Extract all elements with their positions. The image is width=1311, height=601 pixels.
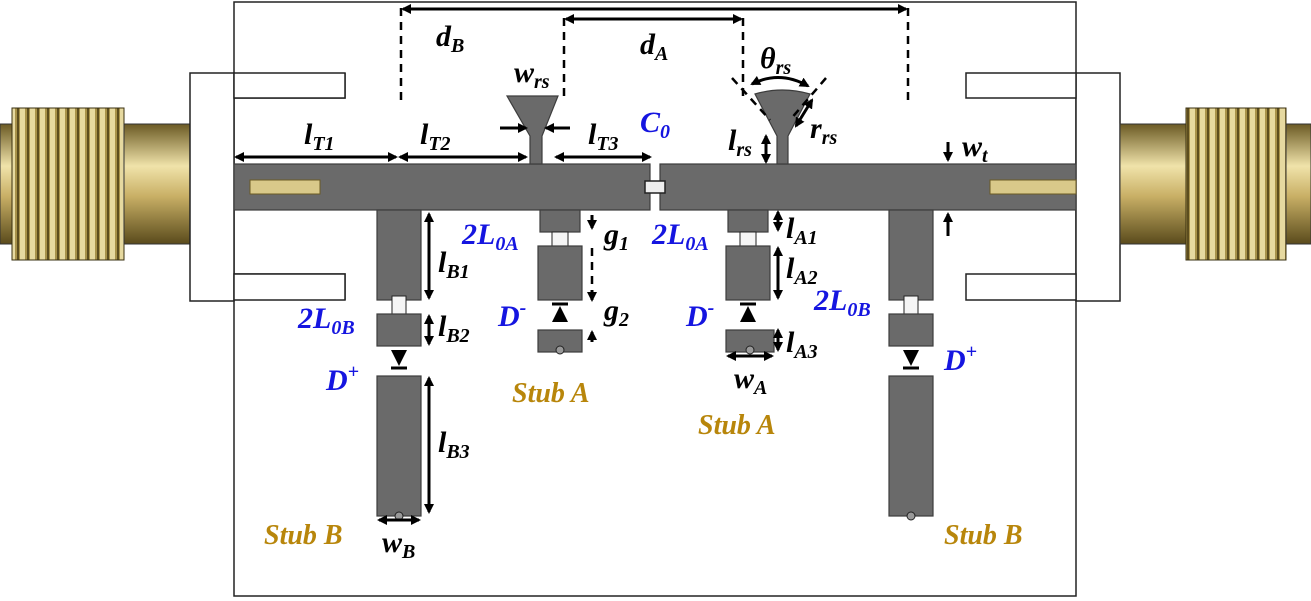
label-lB3: lB3 bbox=[438, 426, 470, 463]
label-lB1: lB1 bbox=[438, 246, 470, 283]
label-2L0B-right: 2L0B bbox=[813, 284, 871, 321]
label-D-minus-right: D- bbox=[685, 297, 714, 333]
label-dB: dB bbox=[436, 20, 464, 57]
label-rrs: rrs bbox=[810, 112, 837, 149]
stub-a-right bbox=[725, 209, 775, 355]
label-lrs: lrs bbox=[728, 124, 752, 161]
label-stub-a-left: Stub A bbox=[512, 378, 590, 409]
label-stub-a-right: Stub A bbox=[698, 410, 776, 441]
left-sma-connector bbox=[0, 72, 346, 302]
label-D-plus-right: D+ bbox=[943, 341, 977, 377]
diode-dplus-left-icon bbox=[391, 350, 407, 370]
label-2L0B-left: 2L0B bbox=[297, 302, 355, 339]
label-2L0A-right: 2L0A bbox=[651, 218, 709, 255]
label-lA2: lA2 bbox=[786, 252, 818, 289]
dimension-lines bbox=[234, 4, 953, 525]
label-lT1: lT1 bbox=[304, 118, 335, 155]
label-lB2: lB2 bbox=[438, 310, 470, 347]
label-D-plus-left: D+ bbox=[325, 361, 359, 397]
stub-b-right bbox=[888, 209, 934, 521]
radial-stub-left bbox=[505, 95, 559, 165]
label-lT2: lT2 bbox=[420, 118, 451, 155]
diode-dplus-right-icon bbox=[903, 350, 919, 370]
label-wB: wB bbox=[382, 526, 415, 563]
label-2L0A-left: 2L0A bbox=[461, 218, 519, 255]
right-sma-connector bbox=[965, 72, 1311, 302]
label-lA1: lA1 bbox=[786, 212, 818, 249]
label-wt: wt bbox=[962, 130, 989, 167]
label-wrs: wrs bbox=[514, 56, 550, 93]
label-C0: C0 bbox=[640, 106, 670, 143]
main-transmission-line bbox=[233, 163, 1077, 211]
label-dA: dA bbox=[640, 28, 668, 65]
label-stub-b-right: Stub B bbox=[944, 520, 1023, 551]
label-stub-b-left: Stub B bbox=[264, 520, 343, 551]
substrate-board bbox=[233, 1, 1077, 597]
label-lT3: lT3 bbox=[588, 118, 619, 155]
label-lA3: lA3 bbox=[786, 326, 818, 363]
label-g2: g2 bbox=[603, 294, 629, 331]
c0-capacitor bbox=[644, 180, 666, 194]
label-D-minus-left: D- bbox=[497, 297, 526, 333]
label-wA: wA bbox=[734, 362, 767, 399]
diode-dminus-left-icon bbox=[552, 302, 568, 322]
stub-a-left bbox=[537, 209, 583, 355]
stub-b-left bbox=[376, 209, 422, 521]
label-theta-rs: θrs bbox=[760, 42, 791, 79]
diode-dminus-right-icon bbox=[740, 302, 756, 322]
label-g1: g1 bbox=[603, 218, 629, 255]
